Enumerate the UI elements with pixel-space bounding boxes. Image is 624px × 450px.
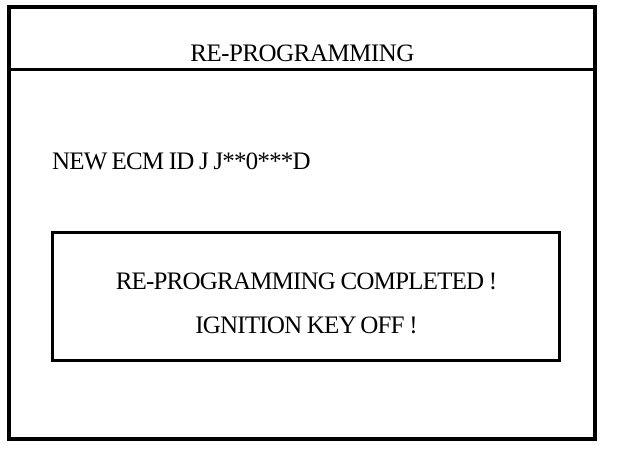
title-bar: RE-PROGRAMMING [11, 9, 593, 71]
completion-message-box: RE-PROGRAMMING COMPLETED ! IGNITION KEY … [51, 231, 561, 362]
scan-tool-screen: RE-PROGRAMMING NEW ECM ID J J**0***D RE-… [7, 5, 597, 441]
new-ecm-id-text: NEW ECM ID J J**0***D [52, 148, 311, 175]
completion-message: RE-PROGRAMMING COMPLETED ! [115, 268, 497, 295]
ignition-instruction: IGNITION KEY OFF ! [195, 312, 417, 339]
screen-title: RE-PROGRAMMING [190, 40, 414, 67]
